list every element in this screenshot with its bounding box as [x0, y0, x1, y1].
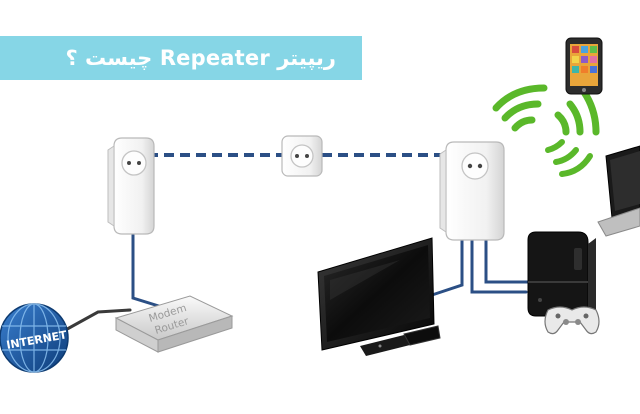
smartphone-icon [565, 37, 603, 95]
powerline-adapter-right [439, 141, 505, 241]
page-title: ریپیتر Repeater چیست ؟ [65, 46, 336, 70]
wall-socket [281, 135, 323, 177]
tv-icon [317, 237, 441, 356]
game-console-icon [527, 231, 596, 317]
modem-router-icon: Modem Router [114, 295, 234, 353]
internet-globe-icon: INTERNET [0, 303, 69, 373]
title-banner: ریپیتر Repeater چیست ؟ [0, 36, 362, 80]
wifi-signal-icon [492, 84, 600, 177]
gamepad-icon [544, 306, 600, 335]
powerline-adapter-left [107, 137, 155, 235]
laptop-icon [597, 145, 640, 237]
